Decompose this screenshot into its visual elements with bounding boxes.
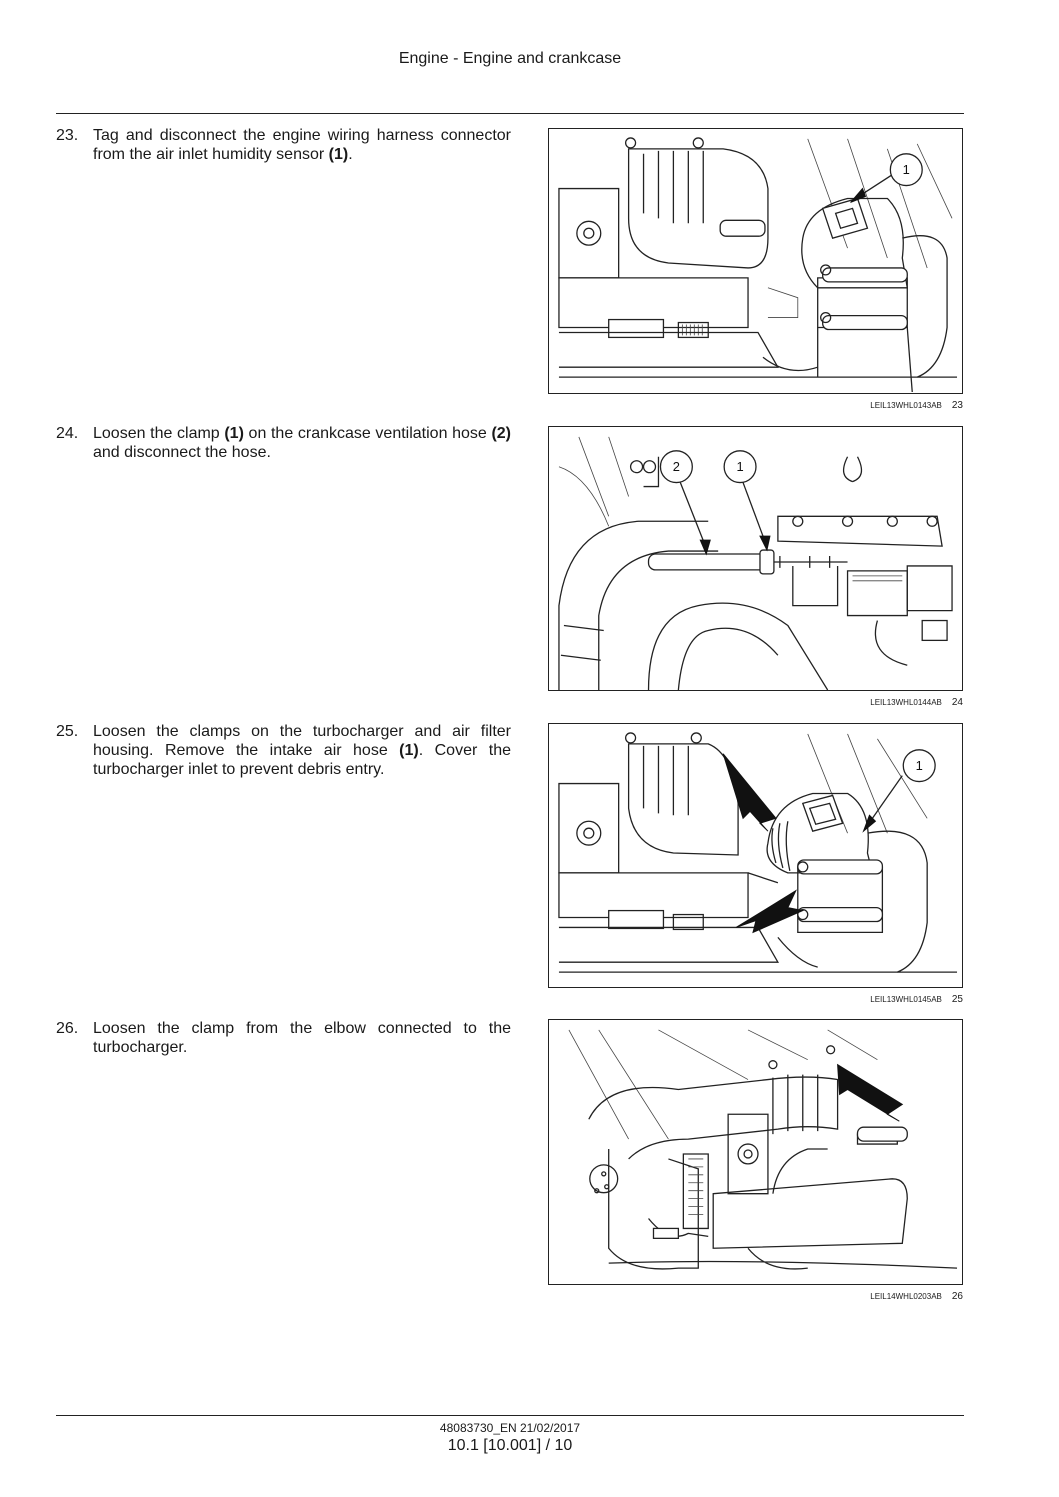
footer-page-number: 10.1 [10.001] / 10 — [447, 1437, 573, 1454]
figure-24-caption: LEIL13WHL0144AB 24 — [548, 697, 963, 708]
header-divider — [56, 113, 964, 114]
step-number: 26. — [56, 1020, 79, 1037]
step-text: Loosen the clamp from the elbow connecte… — [93, 1020, 511, 1056]
step-text: Tag and disconnect the engine wiring har… — [93, 127, 511, 163]
figure-number: 25 — [951, 994, 963, 1005]
step-text: Loosen the clamp (1) on the crankcase ve… — [93, 425, 512, 461]
figure-25-illustration: 1 — [548, 723, 963, 988]
page-header-title: Engine - Engine and crankcase — [398, 50, 622, 67]
figure-24-illustration: 2 1 — [548, 426, 963, 691]
step-number: 24. — [56, 425, 79, 442]
footer-divider — [56, 1415, 964, 1416]
figure-24-callout-1: 1 — [736, 459, 743, 474]
figure-25-callout-1: 1 — [916, 758, 923, 773]
figure-code: LEIL13WHL0144AB — [870, 698, 942, 707]
figure-26-caption: LEIL14WHL0203AB 26 — [548, 1291, 963, 1302]
instruction-step-26: 26. Loosen the clamp from the elbow conn… — [56, 1019, 511, 1057]
figure-code: LEIL14WHL0203AB — [870, 1292, 942, 1301]
figure-25-caption: LEIL13WHL0145AB 25 — [548, 994, 963, 1005]
figure-24-callout-2: 2 — [673, 459, 680, 474]
footer-document-reference: 48083730_EN 21/02/2017 — [439, 1421, 581, 1435]
step-text: Loosen the clamps on the turbocharger an… — [93, 723, 511, 778]
figure-number: 24 — [951, 697, 963, 708]
figure-number: 26 — [951, 1291, 963, 1302]
instruction-step-23: 23. Tag and disconnect the engine wiring… — [56, 126, 511, 164]
instruction-step-24: 24. Loosen the clamp (1) on the crankcas… — [56, 424, 511, 462]
figure-number: 23 — [951, 400, 963, 411]
figure-23-caption: LEIL13WHL0143AB 23 — [548, 400, 963, 411]
step-number: 23. — [56, 127, 79, 144]
figure-23-illustration: 1 — [548, 128, 963, 394]
figure-23-callout-1: 1 — [903, 162, 910, 177]
instruction-step-25: 25. Loosen the clamps on the turbocharge… — [56, 722, 511, 779]
figure-code: LEIL13WHL0143AB — [870, 401, 942, 410]
figure-code: LEIL13WHL0145AB — [870, 995, 942, 1004]
figure-26-illustration — [548, 1019, 963, 1285]
step-number: 25. — [56, 723, 79, 740]
